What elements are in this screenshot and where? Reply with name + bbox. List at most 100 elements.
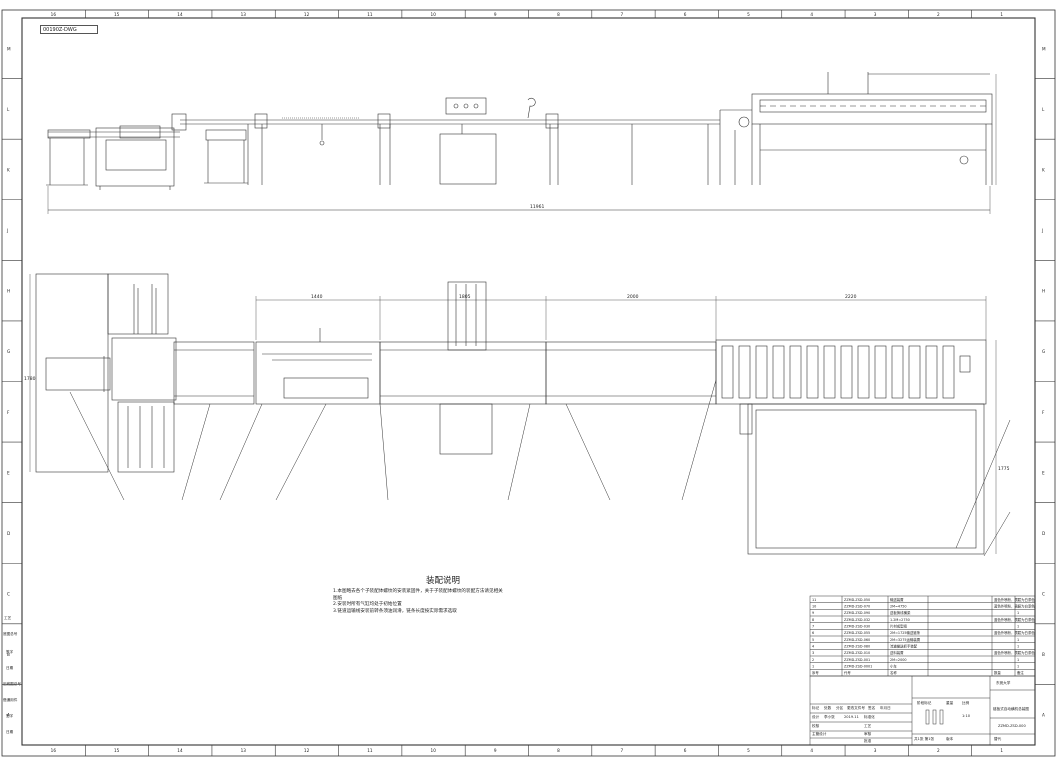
sheets-label: 共1张 第1张 (914, 737, 935, 741)
zone-number-bottom: 1 (1000, 748, 1003, 753)
bom-cell: ZZMD-ZSD-010 (844, 651, 870, 655)
zone-number-top: 10 (431, 12, 437, 17)
zone-number-bottom: 12 (304, 748, 310, 753)
chain-slat (891, 345, 904, 399)
zone-letter-right: E (1042, 470, 1045, 475)
zone-number-top: 16 (51, 12, 57, 17)
title-block (809, 675, 1036, 746)
bom-cell: 蓝色外喷粉，表层为白漆色 (994, 597, 1035, 602)
bom-cell: 8 (812, 618, 814, 622)
bom-cell: ZZMD-ZSD-001 (844, 658, 870, 662)
seg4-dim: 2220 (845, 294, 857, 300)
bom-cell: 2M=4750 (890, 604, 907, 608)
bom-cell: ZZMD-ZSD-055 (844, 631, 870, 635)
note-line: 图纸 (333, 595, 343, 601)
chain-slat (721, 345, 734, 399)
zone-number-top: 4 (810, 12, 813, 17)
strip-label: 日期 (6, 730, 14, 734)
zone-number-top: 2 (937, 12, 940, 17)
strip-label: 签字 (6, 714, 14, 718)
bom-cell: 10 (812, 604, 816, 608)
chain-slat (908, 345, 921, 399)
bom-cell: ZZMD-ZSD-090 (844, 611, 870, 615)
zone-letter-left: G (7, 349, 10, 354)
chain-slat (840, 345, 853, 399)
stage-label: 阶段标记 (917, 701, 932, 705)
zone-letter-left: H (7, 289, 10, 294)
strip-label: 旧底图总号 (3, 682, 21, 686)
strip-label: 日期 (6, 666, 14, 670)
zone-number-bottom: 4 (810, 748, 813, 753)
notes-title: 装配说明 (425, 576, 460, 586)
tb-approve: 批准 (864, 739, 872, 743)
chain-slat (942, 345, 955, 399)
zone-number-bottom: 14 (177, 748, 183, 753)
bom-cell: ZZMD-ZSD-060 (844, 638, 870, 642)
bom-cell: 1 (812, 664, 814, 668)
zone-letter-left: E (7, 470, 10, 475)
zone-number-top: 9 (494, 12, 497, 17)
chain-slat (857, 345, 870, 399)
strip-label: 底图总号 (3, 632, 18, 636)
bom-cell: 1 (1017, 611, 1019, 615)
chain-slat (789, 345, 802, 399)
bom-cell: 蓝色外喷粉，表层为白漆色 (994, 650, 1035, 655)
zone-number-top: 5 (747, 12, 750, 17)
zone-number-top: 7 (620, 12, 623, 17)
chain-slat (806, 345, 819, 399)
bom-cell: ZZMD-ZSD-080 (844, 644, 870, 648)
tb-zone: 分区 (836, 706, 844, 710)
tb-designer: 李小张 (824, 715, 835, 719)
bom-cell: 1 (1017, 624, 1019, 628)
zone-letter-left: J (6, 228, 8, 233)
zone-number-bottom: 6 (684, 748, 687, 753)
bom-cell: 5 (812, 638, 814, 642)
chain-slat (874, 345, 887, 399)
chain-slat (823, 345, 836, 399)
bom-cell: 1 (1017, 638, 1019, 642)
chain-slats (721, 345, 955, 399)
bom-cell: 6 (812, 631, 814, 635)
zone-letter-left: D (7, 531, 10, 536)
plan-view (29, 273, 1011, 557)
bom-cell: 2M=1725输送链条 (890, 630, 921, 635)
zone-number-top: 15 (114, 12, 120, 17)
zone-letter-left: K (7, 167, 10, 172)
zone-letter-right: M (1042, 46, 1046, 51)
bom-header-cell: 数量 (994, 670, 1001, 675)
bom-cell: ZZMD-ZSD-0001 (844, 664, 872, 668)
bom-cell: 流道输送抓手装配 (890, 643, 918, 648)
zone-letter-right: G (1042, 349, 1045, 354)
bom-cell: 1.2M=2750 (890, 618, 910, 622)
zone-letter-right: F (1042, 410, 1045, 415)
zone-number-top: 3 (874, 12, 877, 17)
chain-slat (925, 345, 938, 399)
tb-date: 年月日 (880, 706, 891, 710)
note-line: 3.链道运输线安装前转条须油润滑，链条长度按实际需求选取 (333, 608, 457, 614)
chain-slat (772, 345, 785, 399)
bom-cell: 1 (1017, 618, 1019, 622)
bom-cell: 送料装置 (890, 650, 904, 655)
chain-slat (738, 345, 751, 399)
tb-design-date: 2019.11 (844, 715, 859, 719)
zone-number-top: 11 (367, 12, 373, 17)
seg3-dim: 2000 (627, 294, 639, 300)
zone-number-bottom: 10 (431, 748, 437, 753)
zone-letter-right: A (1042, 713, 1045, 718)
scale-label: 比例 (962, 701, 970, 705)
bom-cell: 2 (812, 658, 814, 662)
tb-doc: 更改文件号 (847, 706, 865, 710)
zone-text: 1616151514141313121211111010998877665544… (6, 12, 1046, 753)
bom-cell: 3 (812, 651, 814, 655)
zone-letter-left: L (7, 107, 10, 112)
tb-review: 审核 (864, 732, 872, 736)
zone-number-bottom: 11 (367, 748, 373, 753)
chain-slat (755, 345, 768, 399)
zone-number-bottom: 5 (747, 748, 750, 753)
strip-label: 工艺 (4, 616, 12, 620)
zone-number-bottom: 15 (114, 748, 120, 753)
zone-number-top: 12 (304, 12, 310, 17)
zone-number-bottom: 8 (557, 748, 560, 753)
